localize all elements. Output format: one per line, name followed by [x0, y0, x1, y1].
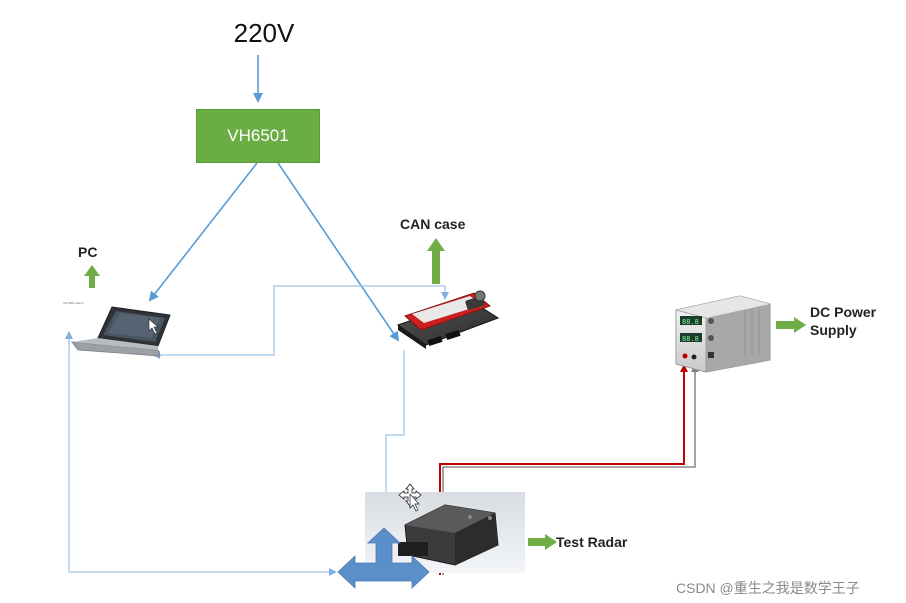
laptop-icon	[71, 306, 171, 357]
cursor-icon	[148, 318, 159, 335]
power-supply-label-line2: Supply	[810, 322, 857, 338]
watermark: CSDN @重生之我是数学王子	[676, 580, 860, 596]
can-case-label: CAN case	[400, 216, 466, 232]
can-case-device	[396, 290, 500, 349]
link-can-case-pc	[152, 285, 446, 359]
pc-label: PC	[78, 244, 97, 260]
pc-label-arrow	[84, 265, 100, 288]
pc-screen-caption: VH-6501 Demo	[63, 301, 84, 305]
supply-voltage-label: 220V	[234, 18, 295, 48]
vh6501-label: VH6501	[227, 126, 289, 145]
link-can-case-radar	[382, 350, 405, 521]
radar-label-arrow	[528, 534, 557, 550]
can-case-label-arrow	[427, 238, 445, 284]
svg-text:88.8: 88.8	[682, 318, 699, 326]
svg-text:88.8: 88.8	[682, 335, 699, 343]
radar-label: Test Radar	[556, 534, 628, 550]
link-vh6501-can-case	[277, 162, 400, 342]
move-cursor-icon	[398, 483, 422, 512]
power-supply-label-arrow	[776, 317, 806, 333]
vh6501-box: VH6501	[196, 109, 320, 163]
link-pc-radar	[68, 335, 337, 576]
bus-connection-arrow	[337, 527, 430, 589]
link-vh6501-pc	[148, 162, 258, 302]
dc-power-supply-device: 88.8 88.8	[675, 295, 771, 373]
power-supply-label-line1: DC Power	[810, 304, 877, 320]
